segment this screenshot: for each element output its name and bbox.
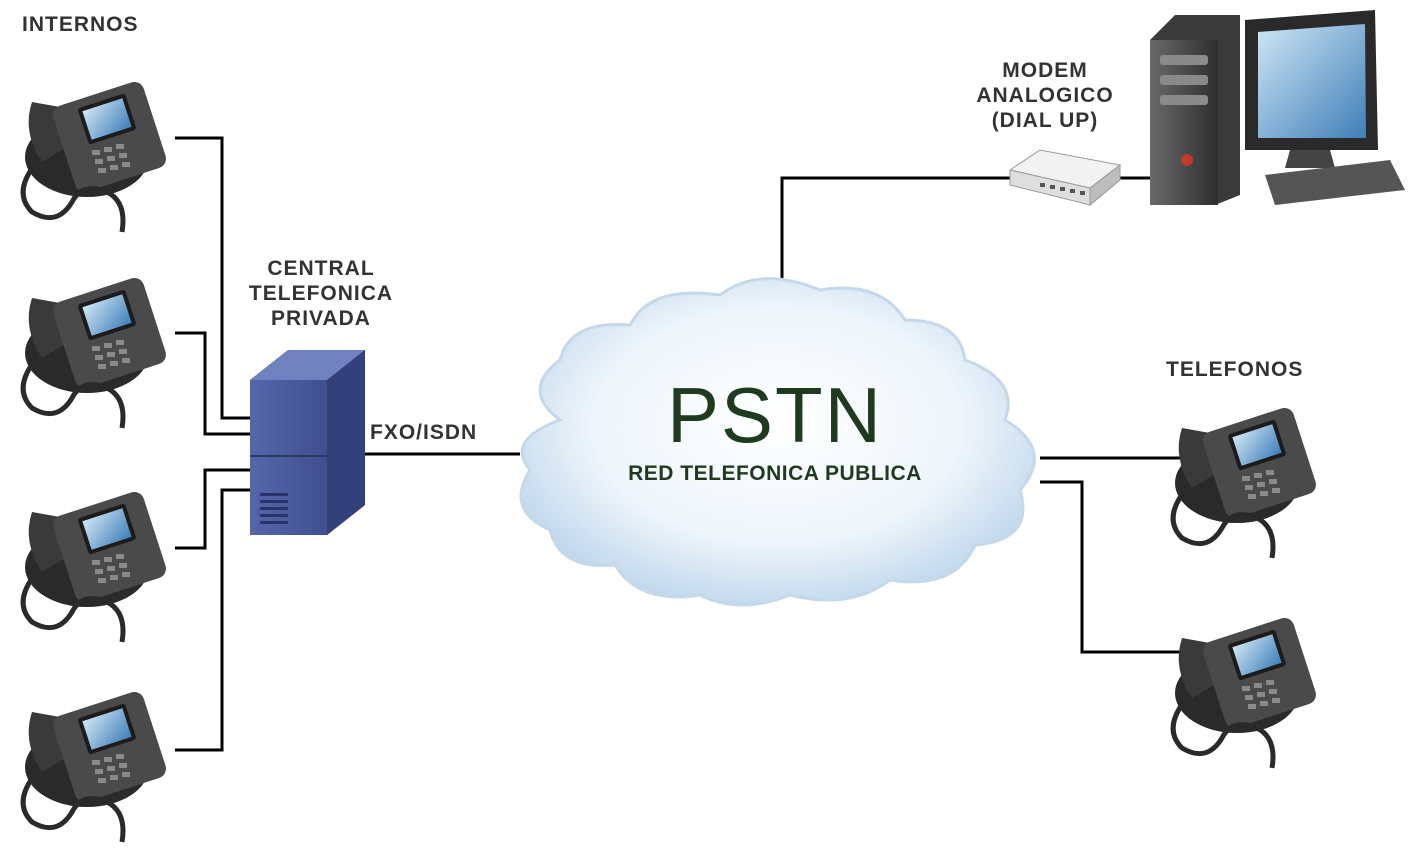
pstn-subtitle: RED TELEFONICA PUBLICA (628, 462, 922, 485)
label-fxo-isdn: FXO/ISDN (370, 421, 478, 444)
label-line: (DIAL UP) (991, 109, 1099, 132)
internal-phone-icon (23, 79, 168, 232)
label-telefonos: TELEFONOS (1166, 358, 1304, 381)
pstn-title: PSTN (666, 371, 884, 459)
connection-lines (175, 136, 1180, 752)
label-modem: MODEM ANALOGICO (DIAL UP) (960, 58, 1130, 133)
label-internos: INTERNOS (22, 13, 139, 36)
computer-icon (1150, 10, 1405, 205)
internal-phone-icon (23, 275, 168, 428)
label-central-telefonica: CENTRAL TELEFONICA PRIVADA (236, 256, 406, 331)
pstn-cloud-icon (519, 277, 1036, 607)
public-phone-icon (1173, 405, 1318, 558)
label-line: CENTRAL (267, 257, 375, 280)
label-line: MODEM (1002, 59, 1088, 82)
pbx-server-icon (250, 350, 365, 535)
label-line: TELEFONICA (248, 282, 394, 305)
modem-icon (1008, 149, 1122, 207)
internal-phone-icon (23, 689, 168, 842)
internal-phone-icon (23, 489, 168, 642)
label-line: ANALOGICO (976, 84, 1114, 107)
label-line: PRIVADA (271, 307, 371, 330)
public-phone-icon (1173, 615, 1318, 768)
